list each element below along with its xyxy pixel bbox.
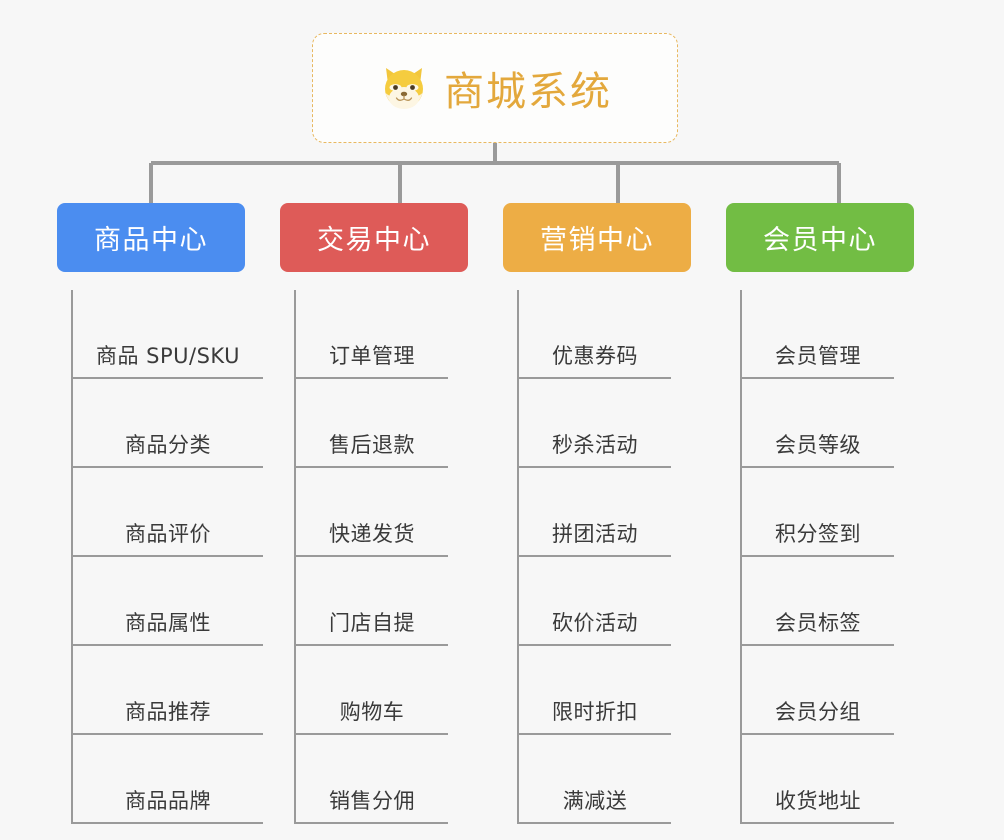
leaf-item[interactable]: 商品 SPU/SKU <box>73 290 263 379</box>
category-label: 会员中心 <box>763 225 877 256</box>
category-columns: 商品中心 商品 SPU/SKU 商品分类 商品评价 商品属性 商品推荐 <box>0 203 1004 824</box>
leaf-item[interactable]: 优惠券码 <box>519 290 671 379</box>
leaf-label: 会员分组 <box>775 700 861 724</box>
category-column-trade: 交易中心 订单管理 售后退款 快递发货 门店自提 购物车 <box>280 203 499 824</box>
leaf-item[interactable]: 快递发货 <box>296 468 448 557</box>
leaf-item[interactable]: 砍价活动 <box>519 557 671 646</box>
leaf-label: 积分签到 <box>775 522 861 546</box>
leaf-label: 秒杀活动 <box>552 433 638 457</box>
leaf-item[interactable]: 秒杀活动 <box>519 379 671 468</box>
leaf-label: 会员标签 <box>775 611 861 635</box>
leaf-label: 商品分类 <box>125 433 211 457</box>
leaf-label: 门店自提 <box>329 611 415 635</box>
root-node[interactable]: 商城系统 <box>312 33 678 143</box>
leaf-item[interactable]: 商品属性 <box>73 557 263 646</box>
leaf-item[interactable]: 会员管理 <box>742 290 894 379</box>
category-column-member: 会员中心 会员管理 会员等级 积分签到 会员标签 会员分组 <box>726 203 945 824</box>
leaf-item[interactable]: 订单管理 <box>296 290 448 379</box>
leaf-item[interactable]: 收货地址 <box>742 735 894 824</box>
leaf-label: 商品品牌 <box>125 789 211 813</box>
leaf-label: 销售分佣 <box>329 789 415 813</box>
category-header-trade[interactable]: 交易中心 <box>280 203 468 272</box>
category-column-marketing: 营销中心 优惠券码 秒杀活动 拼团活动 砍价活动 限时折扣 <box>503 203 722 824</box>
category-label: 商品中心 <box>94 225 208 256</box>
leaf-list-member: 会员管理 会员等级 积分签到 会员标签 会员分组 收货地址 <box>740 290 928 824</box>
category-header-marketing[interactable]: 营销中心 <box>503 203 691 272</box>
leaf-list-marketing: 优惠券码 秒杀活动 拼团活动 砍价活动 限时折扣 满减送 <box>517 290 705 824</box>
leaf-label: 商品属性 <box>125 611 211 635</box>
leaf-label: 砍价活动 <box>552 611 638 635</box>
leaf-label: 售后退款 <box>329 433 415 457</box>
leaf-label: 限时折扣 <box>552 700 638 724</box>
shiba-dog-icon <box>378 62 430 114</box>
leaf-label: 满减送 <box>562 789 628 813</box>
leaf-item[interactable]: 售后退款 <box>296 379 448 468</box>
leaf-label: 会员等级 <box>775 433 861 457</box>
leaf-item[interactable]: 商品品牌 <box>73 735 263 824</box>
leaf-label: 会员管理 <box>775 344 861 368</box>
leaf-item[interactable]: 销售分佣 <box>296 735 448 824</box>
leaf-item[interactable]: 商品分类 <box>73 379 263 468</box>
leaf-list-product: 商品 SPU/SKU 商品分类 商品评价 商品属性 商品推荐 商品品牌 <box>71 290 263 824</box>
leaf-label: 商品 SPU/SKU <box>95 344 241 368</box>
leaf-label: 优惠券码 <box>552 344 638 368</box>
leaf-label: 商品评价 <box>125 522 211 546</box>
category-header-product[interactable]: 商品中心 <box>57 203 245 272</box>
leaf-item[interactable]: 会员标签 <box>742 557 894 646</box>
leaf-item[interactable]: 限时折扣 <box>519 646 671 735</box>
category-column-product: 商品中心 商品 SPU/SKU 商品分类 商品评价 商品属性 商品推荐 <box>57 203 276 824</box>
leaf-label: 商品推荐 <box>125 700 211 724</box>
leaf-item[interactable]: 满减送 <box>519 735 671 824</box>
leaf-item[interactable]: 会员等级 <box>742 379 894 468</box>
leaf-label: 快递发货 <box>329 522 415 546</box>
leaf-list-trade: 订单管理 售后退款 快递发货 门店自提 购物车 销售分佣 <box>294 290 482 824</box>
leaf-label: 购物车 <box>339 700 405 724</box>
leaf-item[interactable]: 拼团活动 <box>519 468 671 557</box>
leaf-item[interactable]: 商品推荐 <box>73 646 263 735</box>
leaf-item[interactable]: 购物车 <box>296 646 448 735</box>
leaf-item[interactable]: 积分签到 <box>742 468 894 557</box>
leaf-item[interactable]: 商品评价 <box>73 468 263 557</box>
root-title: 商城系统 <box>444 69 612 115</box>
leaf-label: 订单管理 <box>329 344 415 368</box>
leaf-label: 拼团活动 <box>552 522 638 546</box>
category-header-member[interactable]: 会员中心 <box>726 203 914 272</box>
leaf-item[interactable]: 会员分组 <box>742 646 894 735</box>
category-label: 交易中心 <box>317 225 431 256</box>
category-label: 营销中心 <box>540 225 654 256</box>
leaf-label: 收货地址 <box>775 789 861 813</box>
leaf-item[interactable]: 门店自提 <box>296 557 448 646</box>
